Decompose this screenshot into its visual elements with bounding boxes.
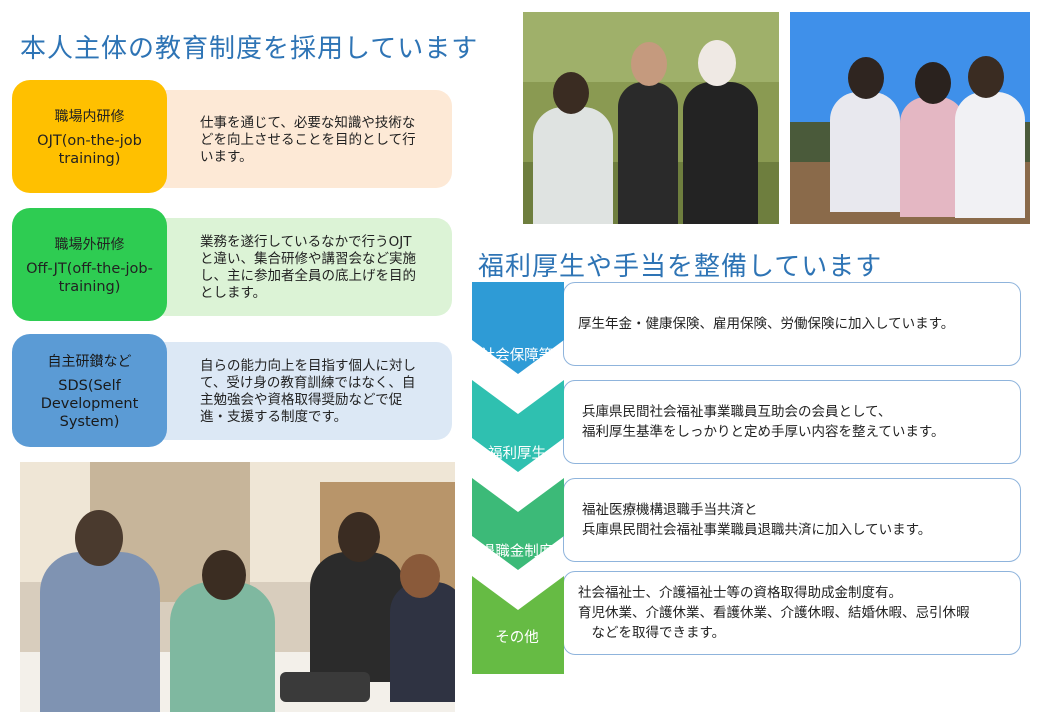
benefit-other: 社会福祉士、介護福祉士等の資格取得助成金制度有。 育児休業、介護休業、看護休業、… [563, 571, 1021, 655]
label-retirement: 退職金制度 [480, 544, 554, 560]
benefit-welfare: 兵庫県民間社会福祉事業職員互助会の会員として、 福利厚生基準をしっかりと定め手厚… [563, 380, 1021, 464]
staff-walking-photo [523, 12, 779, 224]
offjt-title: 職場外研修 [54, 236, 125, 253]
benefit-line: 兵庫県民間社会福祉事業職員互助会の会員として、 [582, 404, 892, 420]
offjt-subtitle: Off-JT(off-the-job-training) [26, 260, 153, 295]
ojt-description: 仕事を通じて、必要な知識や技術などを向上させることを目的として行います。 [150, 90, 452, 188]
benefit-line: 福利厚生基準をしっかりと定め手厚い内容を整えています。 [582, 424, 945, 440]
welfare-chevrons [472, 282, 564, 674]
benefit-retirement: 福祉医療機構退職手当共済と 兵庫県民間社会福祉事業職員退職共済に加入しています。 [563, 478, 1021, 562]
label-other: その他 [495, 630, 539, 646]
ojt-tile: 職場内研修 OJT(on-the-job training) [12, 80, 167, 193]
benefit-line: 福祉医療機構退職手当共済と [582, 502, 758, 518]
label-social-security: 社会保障等 [480, 348, 554, 364]
ojt-title: 職場内研修 [54, 108, 125, 125]
welfare-heading: 福利厚生や手当を整備しています [478, 252, 883, 282]
education-heading: 本人主体の教育制度を採用しています [20, 34, 479, 64]
benefit-line: 厚生年金・健康保険、雇用保険、労働保険に加入しています。 [578, 316, 955, 332]
offjt-tile: 職場外研修 Off-JT(off-the-job-training) [12, 208, 167, 321]
benefit-line: 兵庫県民間社会福祉事業職員退職共済に加入しています。 [582, 522, 932, 538]
meeting-photo [20, 462, 455, 712]
ojt-subtitle: OJT(on-the-job training) [37, 132, 142, 167]
benefit-line: 社会福祉士、介護福祉士等の資格取得助成金制度有。 [578, 585, 902, 601]
sds-title: 自主研鑚など [47, 353, 132, 370]
chevron-welfare [472, 380, 564, 472]
sds-tile: 自主研鑚など SDS(Self Development System) [12, 334, 167, 447]
label-welfare: 福利厚生 [488, 446, 546, 462]
sds-subtitle: SDS(Self Development System) [40, 377, 139, 430]
staff-sitting-photo [790, 12, 1030, 224]
benefit-line: 育児休業、介護休業、看護休業、介護休暇、結婚休暇、忌引休暇 [578, 605, 970, 621]
benefit-social-security: 厚生年金・健康保険、雇用保険、労働保険に加入しています。 [563, 282, 1021, 366]
chevron-social-security [472, 282, 564, 374]
chevron-other [472, 576, 564, 674]
offjt-description: 業務を遂行しているなかで行うOJTと違い、集合研修や講習会など実施し、主に参加者… [150, 218, 452, 316]
chevron-retirement [472, 478, 564, 570]
sds-description: 自らの能力向上を目指す個人に対して、受け身の教育訓練ではなく、自主勉強会や資格取… [150, 342, 452, 440]
benefit-line: などを取得できます。 [578, 625, 726, 641]
